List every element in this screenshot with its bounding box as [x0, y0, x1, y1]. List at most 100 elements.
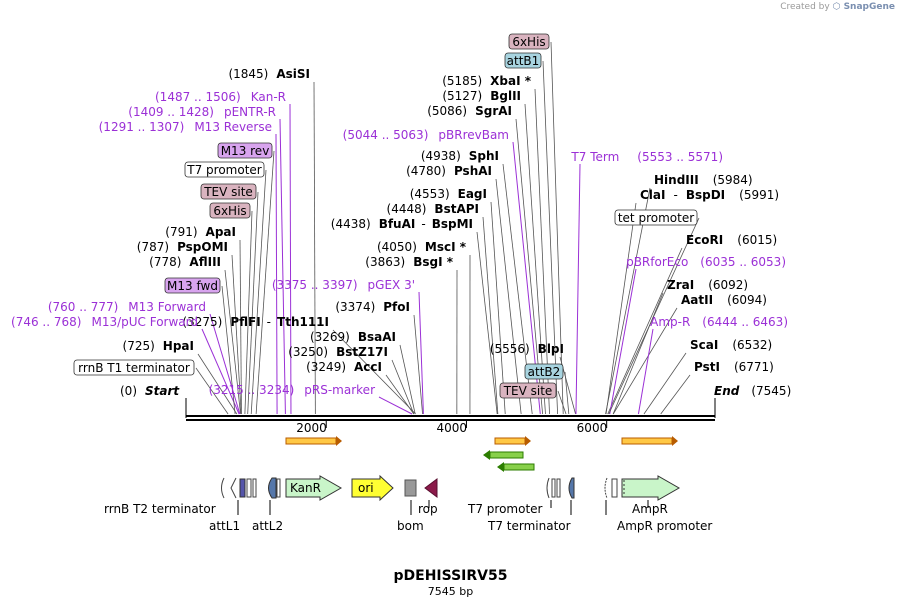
boxed-feature-3[interactable]: 6xHis	[209, 202, 251, 219]
primer-name-8: T7 Term	[570, 150, 619, 164]
primer-range-10: (6444 .. 6463)	[702, 315, 788, 329]
boxed-feature-1[interactable]: T7 promoter	[184, 161, 265, 178]
site-connector-16	[482, 216, 499, 415]
site-name-26: ScaI	[690, 338, 718, 352]
boxed-feature-7[interactable]: attB1	[504, 52, 542, 69]
ori-feature[interactable]: ori	[351, 474, 394, 502]
site-name-23: EcoRI	[686, 233, 723, 247]
boxed-feature-label-9: attB2	[528, 365, 561, 379]
site-pos-0: (1845)	[228, 67, 268, 81]
primer-range-1: (1409 .. 1428)	[128, 105, 214, 119]
primer-7[interactable]: (5044 .. 5063)pBRrevBam	[343, 128, 509, 142]
site-pos-16: (4448)	[387, 202, 427, 216]
primer-2[interactable]: (1291 .. 1307)M13 Reverse	[99, 120, 272, 134]
site-name-14: PshAI	[454, 164, 492, 178]
feature-label-ampr-promoter: AmpR promoter	[617, 519, 712, 533]
ruler-tick-label-2: 6000	[577, 421, 608, 435]
primer-6[interactable]: (3215 .. 3234)pRS-marker	[209, 383, 375, 397]
site-pos-18: (4050)	[377, 240, 417, 254]
site-pos-23: (6015)	[737, 233, 777, 247]
primer-8[interactable]: T7 Term(5553 .. 5571)	[570, 150, 723, 164]
site-9[interactable]: (3249)AccI	[306, 360, 382, 374]
boxed-feature-2[interactable]: TEV site	[200, 183, 257, 200]
ruler-tick-label-0: 2000	[296, 421, 327, 435]
boxed-feature-0[interactable]: M13 rev	[217, 142, 273, 159]
site-20[interactable]: (5556)BlpI	[490, 342, 564, 356]
site-connector-11	[524, 103, 546, 415]
site-25[interactable]: AatII(6094)	[681, 293, 767, 307]
site-18[interactable]: (4050)MscI *	[377, 240, 467, 254]
site-1[interactable]: (791)ApaI	[165, 225, 236, 239]
snapgene-logo: ⬡	[832, 2, 841, 12]
boxed-feature-9[interactable]: attB2	[524, 363, 564, 380]
site-connector-lines	[195, 41, 700, 415]
site-3[interactable]: (778)AflIII	[149, 255, 221, 269]
primer-10[interactable]: Amp-R(6444 .. 6463)	[650, 315, 788, 329]
site-pos-9: (3249)	[306, 360, 346, 374]
credit-prefix: Created by	[780, 2, 830, 12]
boxed-feature-label-10: tet promoter	[618, 211, 694, 225]
primer-connector-9	[609, 268, 637, 415]
site-23[interactable]: EcoRI (6015)	[686, 233, 777, 247]
site-connector-2	[231, 254, 242, 415]
boxed-feature-connector-4	[221, 285, 236, 415]
small-feature-1	[230, 477, 237, 499]
primer-range-4: (746 .. 768)	[11, 315, 81, 329]
site-13[interactable]: (4938)SphI	[421, 149, 499, 163]
site-connector-0	[313, 81, 316, 415]
feature-label-attl1: attL1	[209, 519, 240, 533]
site-27[interactable]: PstI(6771)	[694, 360, 774, 374]
boxed-feature-5[interactable]: rrnB T1 terminator	[73, 359, 195, 376]
rop-feature[interactable]	[424, 478, 438, 498]
primer-5[interactable]: (3375 .. 3397)pGEX 3'	[272, 278, 415, 292]
site-name-7: BsaAI	[358, 330, 396, 344]
site-name-11: BglII	[490, 89, 521, 103]
primer-0[interactable]: (1487 .. 1506)Kan-R	[155, 90, 286, 104]
primer-4[interactable]: (746 .. 768)M13/pUC Forward	[11, 315, 198, 329]
site-labels: (1845)AsiSI (791)ApaI(787)PspOMI(778)AflI…	[11, 33, 788, 399]
primer-range-6: (3215 .. 3234)	[209, 383, 295, 397]
site-16[interactable]: (4448) BstAPI	[387, 202, 479, 216]
kanr-feature[interactable]: KanR	[285, 475, 343, 501]
site-11[interactable]: (5127)BglII	[442, 89, 521, 103]
site-pos-26: (6532)	[732, 338, 772, 352]
site-name-16: BstAPI	[434, 202, 479, 216]
site-22[interactable]: ClaI-BspDI(5991)	[640, 188, 779, 202]
small-feature-9	[604, 477, 608, 499]
site-24[interactable]: ZraI(6092)	[667, 278, 748, 292]
site-6[interactable]: (3374)PfoI	[335, 300, 410, 314]
site-pos-25: (6094)	[727, 293, 767, 307]
site-19[interactable]: (3863)BsgI *	[365, 255, 453, 269]
boxed-feature-connector-10	[608, 217, 700, 415]
site-connector-8	[391, 359, 415, 415]
site-14[interactable]: (4780)PshAI	[406, 164, 492, 178]
primer-range-2: (1291 .. 1307)	[99, 120, 185, 134]
bom-feature[interactable]	[404, 479, 417, 497]
site-26[interactable]: ScaI (6532)	[690, 338, 772, 352]
site-2[interactable]: (787)PspOMI	[137, 240, 228, 254]
boxed-feature-8[interactable]: TEV site	[499, 382, 557, 399]
boxed-feature-10[interactable]: tet promoter	[614, 209, 698, 226]
ampr-feature[interactable]	[621, 475, 681, 501]
start-label: (0)Start	[120, 384, 180, 398]
primer-3[interactable]: (760 .. 777)M13 Forward	[48, 300, 206, 314]
site-5[interactable]: (3275)PflFI-Tth111I	[182, 315, 329, 329]
site-4[interactable]: (725)HpaI	[123, 339, 194, 353]
site-10[interactable]: (5185)XbaI *	[442, 74, 531, 88]
boxed-feature-6[interactable]: 6xHis	[508, 33, 550, 50]
primer-1[interactable]: (1409 .. 1428)pENTR-R	[128, 105, 276, 119]
site-17[interactable]: (4438)BfuAI-BspMI	[331, 217, 473, 231]
feature-label-t7-terminator: T7 terminator	[487, 519, 571, 533]
boxed-feature-connector-8	[557, 390, 567, 415]
site-21[interactable]: HindIII(5984)	[654, 173, 753, 187]
boxed-feature-4[interactable]: M13 fwd	[164, 277, 221, 294]
primer-connector-10	[637, 328, 654, 415]
site-0[interactable]: (1845)AsiSI	[228, 67, 310, 81]
small-feature-3	[252, 478, 257, 498]
site-12[interactable]: (5086)SgrAI	[427, 104, 512, 118]
primer-9[interactable]: pBRforEco(6035 .. 6053)	[626, 255, 786, 269]
site-7[interactable]: (3269)BsaAI	[310, 330, 396, 344]
site-15[interactable]: (4553)EagI	[410, 187, 487, 201]
site-8[interactable]: (3250)BstZ17I	[288, 345, 388, 359]
